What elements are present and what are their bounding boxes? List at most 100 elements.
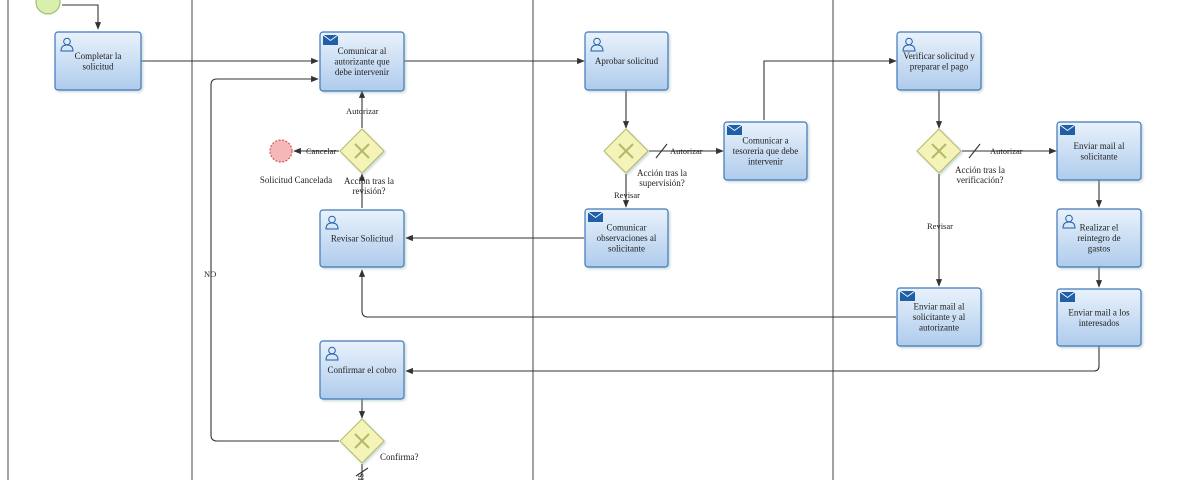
flow-t12-t4 bbox=[405, 346, 1100, 375]
task-t4[interactable]: Confirmar el cobro bbox=[319, 340, 405, 400]
gateway-label: Acción tras la bbox=[344, 176, 394, 186]
envelope-icon bbox=[322, 34, 339, 45]
task-box[interactable] bbox=[1056, 208, 1142, 268]
gateway-label: Acción tras la bbox=[637, 168, 687, 178]
sequence-flows bbox=[62, 4, 1103, 480]
task-label: tesoreria que debe bbox=[733, 146, 798, 156]
task-label: interesados bbox=[1079, 318, 1120, 328]
task-label: gastos bbox=[1088, 244, 1111, 254]
envelope-icon bbox=[726, 124, 743, 135]
task-label: intervenir bbox=[748, 157, 783, 167]
gateway-label: supervisión? bbox=[639, 178, 685, 188]
flow-label-no: NO bbox=[204, 269, 216, 279]
task-box[interactable] bbox=[896, 31, 982, 91]
end-event-label: Solicitud Cancelada bbox=[260, 175, 332, 185]
gateway-label: revisión? bbox=[353, 186, 386, 196]
user-icon bbox=[325, 346, 339, 361]
task-box[interactable] bbox=[54, 31, 142, 91]
task-box[interactable] bbox=[584, 31, 669, 91]
task-label: Comunicar al bbox=[338, 46, 387, 56]
flow-t7-t8 bbox=[763, 57, 897, 120]
gateway-label: Confirma? bbox=[380, 452, 419, 462]
exclusive-x-icon bbox=[354, 433, 370, 449]
envelope-icon bbox=[1059, 291, 1076, 302]
user-icon bbox=[1062, 214, 1076, 229]
flow-g2-t2 bbox=[210, 75, 339, 442]
exclusive-x-icon bbox=[354, 143, 370, 159]
start-event bbox=[35, 0, 61, 15]
gateway-label: verificación? bbox=[957, 175, 1004, 185]
task-label: observaciones al bbox=[597, 233, 657, 243]
task-label: solicitante y al bbox=[913, 312, 966, 322]
task-box[interactable] bbox=[584, 208, 669, 268]
gateway-g2[interactable]: Confirma? bbox=[339, 418, 419, 464]
task-box[interactable] bbox=[896, 287, 982, 347]
flow-label-autorizar-g1: Autorizar bbox=[346, 106, 379, 116]
task-box[interactable] bbox=[723, 121, 808, 181]
envelope-icon bbox=[899, 290, 916, 301]
task-box[interactable] bbox=[1056, 121, 1142, 181]
task-label: Revisar Solicitud bbox=[331, 234, 394, 244]
flow-label-revisar-g3: Revisar bbox=[614, 190, 640, 200]
task-box[interactable] bbox=[319, 31, 405, 92]
task-label: solicitud bbox=[83, 61, 114, 71]
task-label: Enviar mail al bbox=[1074, 141, 1125, 151]
task-label: autorizante que bbox=[334, 57, 389, 67]
flow-start-t1 bbox=[62, 4, 102, 30]
user-icon bbox=[325, 215, 339, 230]
flow-label-si: SI bbox=[356, 473, 366, 480]
task-label: autorizante bbox=[919, 323, 959, 333]
task-box[interactable] bbox=[1056, 288, 1142, 347]
task-t5[interactable]: Aprobar solicitud bbox=[584, 31, 669, 91]
default-slash-g4 bbox=[968, 143, 981, 159]
envelope-icon bbox=[587, 211, 604, 222]
task-label: reintegro de bbox=[1077, 233, 1120, 243]
task-label: Comunicar a bbox=[742, 136, 788, 146]
default-slash-g2 bbox=[355, 467, 369, 477]
task-label: Enviar mail a los bbox=[1068, 307, 1130, 317]
task-label: Completar la bbox=[75, 51, 122, 61]
lane-dividers bbox=[7, 0, 834, 480]
task-label: Verificar solicitud y bbox=[903, 51, 975, 61]
user-icon bbox=[60, 37, 74, 52]
task-label: debe intervenir bbox=[335, 67, 389, 77]
task-label: Aprobar solicitud bbox=[595, 56, 659, 66]
task-label: preparar el pago bbox=[910, 61, 969, 71]
task-label: solicitante bbox=[608, 244, 645, 254]
task-label: Confirmar el cobro bbox=[328, 365, 397, 375]
flow-label-autorizar-g3: Autorizar bbox=[670, 146, 703, 156]
flow-label-autorizar-g4: Autorizar bbox=[990, 146, 1023, 156]
flow-label-revisar-g4: Revisar bbox=[927, 221, 953, 231]
task-box[interactable] bbox=[319, 340, 405, 400]
exclusive-x-icon bbox=[618, 143, 634, 159]
gateway-label: Acción tras la bbox=[955, 165, 1005, 175]
task-t3[interactable]: Revisar Solicitud bbox=[319, 209, 405, 268]
flow-t9-t3 bbox=[358, 269, 896, 318]
task-box[interactable] bbox=[319, 209, 405, 268]
exclusive-x-icon bbox=[931, 143, 947, 159]
task-label: Realizar el bbox=[1080, 223, 1119, 233]
user-icon bbox=[590, 37, 604, 52]
envelope-icon bbox=[1059, 124, 1076, 135]
user-icon bbox=[902, 37, 916, 52]
task-label: Comunicar bbox=[607, 223, 647, 233]
end-event-cancel bbox=[269, 139, 293, 163]
task-label: Enviar mail al bbox=[914, 302, 965, 312]
flow-label-cancelar: Cancelar bbox=[306, 146, 336, 156]
task-label: solicitante bbox=[1081, 151, 1118, 161]
